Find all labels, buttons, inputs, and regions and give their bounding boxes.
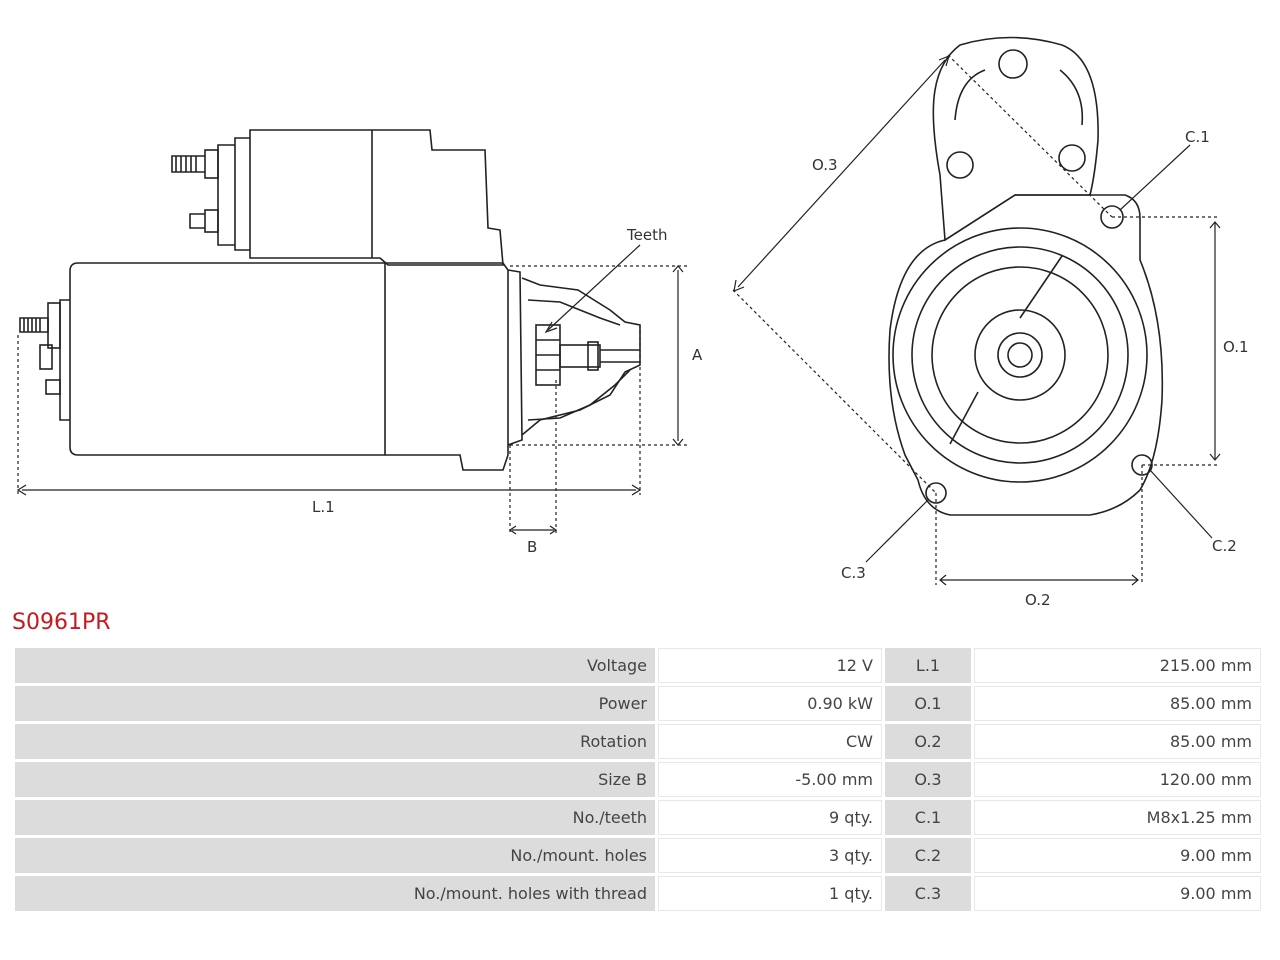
table-row: Voltage 12 V L.1 215.00 mm [15, 648, 1261, 683]
dimension-value: 215.00 mm [974, 648, 1261, 683]
dimension-value: 120.00 mm [974, 762, 1261, 797]
label-c1: C.1 [1185, 128, 1210, 146]
dimension-key: C.1 [885, 800, 971, 835]
dimension-value: M8x1.25 mm [974, 800, 1261, 835]
spec-value: CW [658, 724, 882, 759]
dimension-key: O.1 [885, 686, 971, 721]
table-row: Size B -5.00 mm O.3 120.00 mm [15, 762, 1261, 797]
dimension-value: 9.00 mm [974, 876, 1261, 911]
label-o3: O.3 [812, 156, 838, 174]
side-dimensions [16, 244, 690, 535]
table-row: No./mount. holes with thread 1 qty. C.3 … [15, 876, 1261, 911]
specs-table: Voltage 12 V L.1 215.00 mm Power 0.90 kW… [12, 645, 1264, 914]
spec-label: Power [15, 686, 655, 721]
front-dimensions [732, 54, 1221, 586]
table-row: Rotation CW O.2 85.00 mm [15, 724, 1261, 759]
dimension-key: L.1 [885, 648, 971, 683]
table-row: No./mount. holes 3 qty. C.2 9.00 mm [15, 838, 1261, 873]
spec-label: Size B [15, 762, 655, 797]
label-teeth: Teeth [626, 226, 667, 244]
label-b: B [527, 538, 537, 556]
technical-drawing: Teeth A L.1 B [16, 36, 1249, 609]
spec-value: 12 V [658, 648, 882, 683]
spec-value: 9 qty. [658, 800, 882, 835]
dimension-key: C.3 [885, 876, 971, 911]
spec-label: No./mount. holes [15, 838, 655, 873]
label-l1: L.1 [312, 498, 335, 516]
dimension-key: O.3 [885, 762, 971, 797]
dimension-key: O.2 [885, 724, 971, 759]
table-row: Power 0.90 kW O.1 85.00 mm [15, 686, 1261, 721]
spec-label: Voltage [15, 648, 655, 683]
spec-value: -5.00 mm [658, 762, 882, 797]
spec-label: No./mount. holes with thread [15, 876, 655, 911]
dimension-value: 85.00 mm [974, 686, 1261, 721]
spec-label: No./teeth [15, 800, 655, 835]
label-c2: C.2 [1212, 537, 1237, 555]
label-c3: C.3 [841, 564, 866, 582]
dimension-key: C.2 [885, 838, 971, 873]
label-o2: O.2 [1025, 591, 1051, 609]
starter-side-view [19, 129, 641, 471]
spec-value: 0.90 kW [658, 686, 882, 721]
spec-value: 3 qty. [658, 838, 882, 873]
spec-label: Rotation [15, 724, 655, 759]
spec-value: 1 qty. [658, 876, 882, 911]
table-row: No./teeth 9 qty. C.1 M8x1.25 mm [15, 800, 1261, 835]
label-o1: O.1 [1223, 338, 1249, 356]
dimension-value: 9.00 mm [974, 838, 1261, 873]
product-code: S0961PR [12, 610, 111, 635]
dimension-value: 85.00 mm [974, 724, 1261, 759]
label-a: A [692, 346, 703, 364]
starter-front-view [888, 36, 1164, 516]
